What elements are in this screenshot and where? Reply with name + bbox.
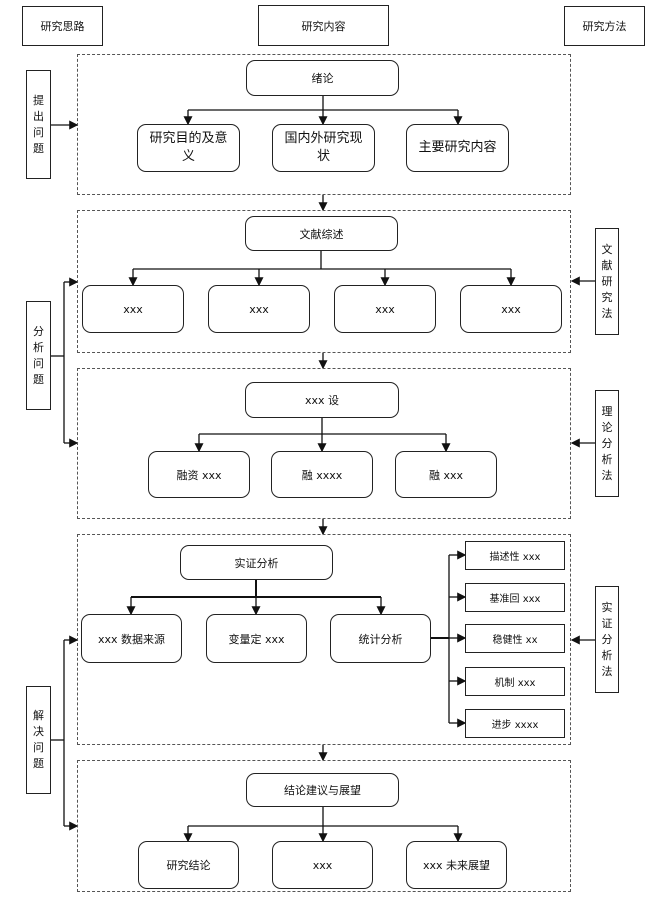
node-descriptive: 描述性 xxx (465, 541, 565, 570)
node-research-conclusion-label: 研究结论 (166, 859, 211, 872)
label-analyze-problem: 分 析 问 题 (26, 301, 51, 410)
label-char: 分 (601, 436, 613, 450)
node-baseline-regression: 基准回 xxx (465, 583, 565, 612)
node-literature-item: xxx (208, 285, 310, 333)
label-char: 问 (33, 356, 44, 370)
header-research-method: 研究方法 (564, 6, 645, 46)
label-char: 分 (33, 324, 44, 338)
node-introduction: 绪论 (246, 60, 399, 96)
node-purpose-significance: 研究目的及意义 (137, 124, 240, 172)
node-literature-review: 文献综述 (245, 216, 398, 251)
label-char: 理 (601, 404, 613, 418)
section-conclusion-frame (77, 760, 571, 892)
node-empirical-analysis-label: 实证分析 (234, 556, 279, 570)
label-char: 提 (33, 93, 44, 107)
label-char: 析 (33, 340, 44, 354)
node-main-content: 主要研究内容 (406, 124, 509, 172)
header-research-method-label: 研究方法 (582, 20, 627, 33)
header-research-approach-label: 研究思路 (40, 20, 85, 33)
label-char: 题 (33, 757, 44, 770)
node-introduction-label: 绪论 (311, 72, 334, 85)
node-literature-item-label: xxx (123, 302, 143, 316)
label-raise-problem: 提 出 问 题 (26, 70, 51, 179)
node-data-source: xxx 数据来源 (81, 614, 182, 663)
node-robustness: 稳健性 xx (465, 624, 565, 653)
node-main-content-label: 主要研究内容 (418, 140, 497, 155)
label-char: 法 (601, 468, 613, 482)
header-research-content-label: 研究内容 (301, 19, 346, 33)
node-conclusion: 结论建议与展望 (246, 773, 399, 807)
label-char: 析 (601, 648, 613, 662)
header-research-approach: 研究思路 (22, 6, 103, 46)
node-literature-item: xxx (460, 285, 562, 333)
node-literature-item-label: xxx (501, 302, 521, 316)
label-theory-method: 理 论 分 析 法 (595, 390, 619, 497)
node-further: 进步 xxxx (465, 709, 565, 738)
node-hypothesis-item-label: 融 xxx (428, 468, 464, 482)
node-statistical-analysis-label: 统计分析 (358, 632, 403, 646)
node-literature-item: xxx (82, 285, 184, 333)
node-variable-definition: 变量定 xxx (206, 614, 307, 663)
node-baseline-regression-label: 基准回 xxx (489, 594, 541, 605)
label-char: 法 (601, 664, 613, 678)
label-char: 析 (601, 452, 613, 466)
node-hypothesis-item: 融 xxx (395, 451, 497, 498)
node-descriptive-label: 描述性 xxx (489, 552, 541, 563)
label-empirical-method: 实 证 分 析 法 (595, 586, 619, 693)
header-research-content: 研究内容 (258, 5, 389, 46)
node-hypothesis: xxx 设 (245, 382, 399, 418)
node-hypothesis-item-label: 融资 xxx (176, 468, 222, 482)
label-char: 研 (601, 274, 613, 288)
node-research-status-label: 国内外研究现状 (284, 131, 363, 164)
node-further-label: 进步 xxxx (491, 720, 539, 731)
node-empirical-analysis: 实证分析 (180, 545, 333, 580)
label-char: 证 (601, 616, 613, 630)
node-literature-item-label: xxx (249, 302, 269, 316)
label-char: 分 (601, 632, 613, 646)
label-literature-method: 文 献 研 究 法 (595, 228, 619, 335)
label-char: 题 (33, 141, 44, 155)
label-char: 解 (33, 709, 44, 722)
label-char: 问 (33, 125, 44, 139)
node-research-conclusion: 研究结论 (138, 841, 239, 889)
node-literature-item: xxx (334, 285, 436, 333)
label-char: 决 (33, 725, 44, 738)
section-literature-frame (77, 210, 571, 353)
node-data-source-label: xxx 数据来源 (97, 632, 166, 646)
node-conclusion-label: 结论建议与展望 (284, 784, 361, 797)
label-char: 论 (601, 420, 613, 434)
node-hypothesis-label: xxx 设 (304, 394, 340, 407)
node-literature-review-label: 文献综述 (299, 227, 344, 241)
label-char: 出 (33, 109, 44, 123)
section-empirical-frame (77, 534, 571, 745)
node-robustness-label: 稳健性 xx (492, 635, 538, 646)
node-mechanism-label: 机制 xxx (494, 678, 536, 689)
node-purpose-significance-label: 研究目的及意义 (149, 131, 228, 164)
label-char: 法 (601, 306, 613, 320)
node-research-status: 国内外研究现状 (272, 124, 375, 172)
node-statistical-analysis: 统计分析 (330, 614, 431, 663)
node-future-outlook: xxx 未来展望 (406, 841, 507, 889)
node-hypothesis-item: 融 xxxx (271, 451, 373, 498)
node-hypothesis-item: 融资 xxx (148, 451, 250, 498)
section-theory-frame (77, 368, 571, 519)
label-char: 题 (33, 372, 44, 386)
label-char: 问 (33, 741, 44, 754)
node-future-outlook-label: xxx 未来展望 (422, 859, 491, 872)
label-char: 实 (601, 600, 613, 614)
label-char: 献 (601, 258, 613, 272)
section-introduction-frame (77, 54, 571, 195)
node-literature-item-label: xxx (375, 302, 395, 316)
label-char: 究 (601, 290, 613, 304)
node-conclusion-item-label: xxx (312, 858, 333, 872)
node-hypothesis-item-label: 融 xxxx (301, 468, 343, 482)
label-solve-problem: 解 决 问 题 (26, 686, 51, 794)
label-char: 文 (601, 242, 613, 256)
node-variable-definition-label: 变量定 xxx (228, 632, 285, 646)
node-mechanism: 机制 xxx (465, 667, 565, 696)
node-conclusion-item: xxx (272, 841, 373, 889)
